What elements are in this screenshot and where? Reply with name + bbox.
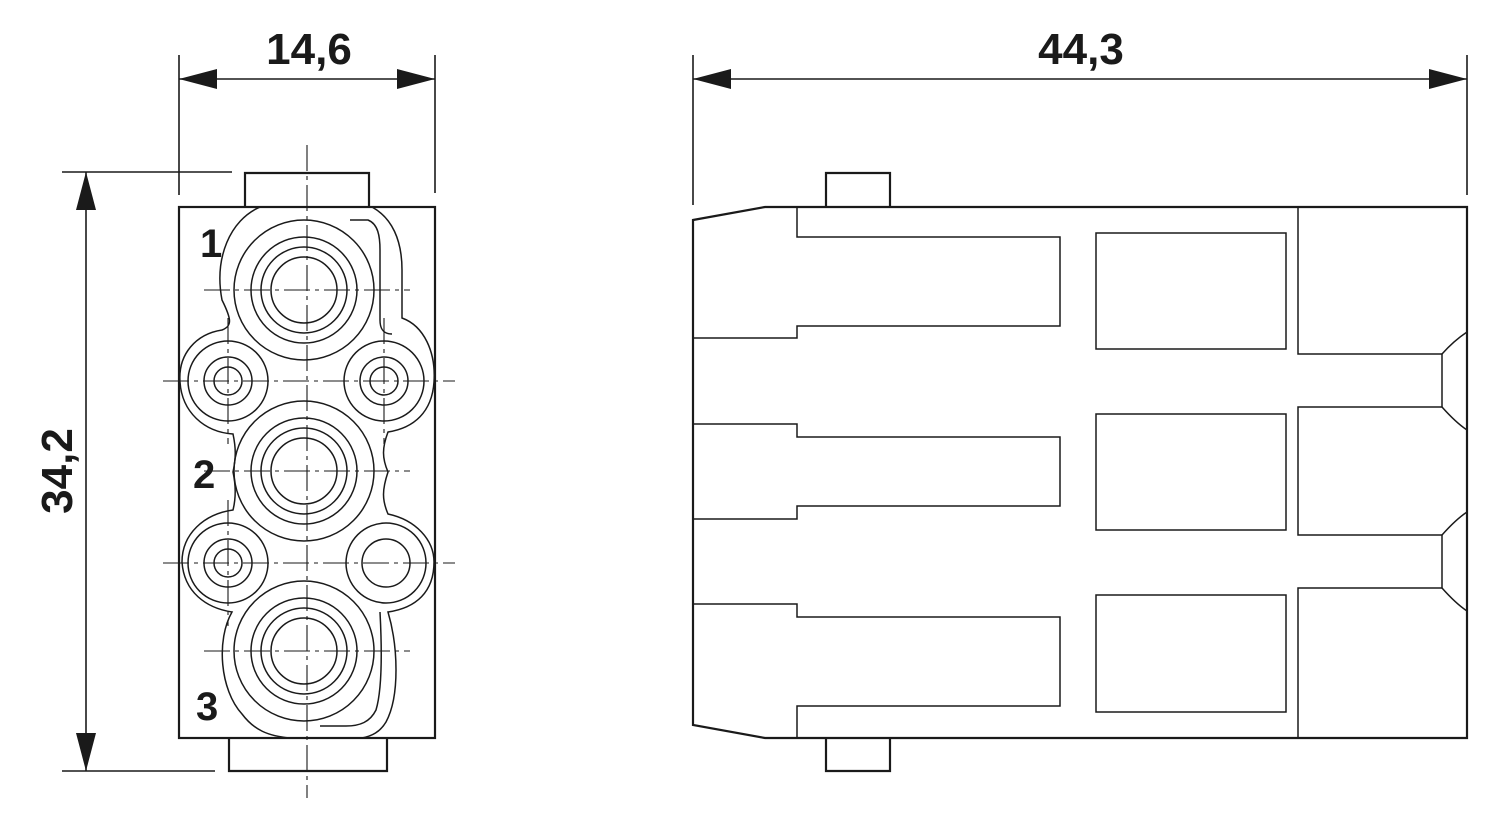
front-inner-contour-inner	[350, 219, 393, 335]
front-view: 1 2 3	[163, 145, 455, 798]
window-3	[1095, 594, 1287, 713]
window-2	[1095, 413, 1287, 531]
side-body-outline	[691, 205, 1469, 740]
front-bottom-key	[227, 738, 389, 773]
arrow-top	[76, 172, 96, 210]
front-inner-contour-outer	[179, 206, 291, 739]
dimension-label-front-width: 14,6	[266, 25, 352, 74]
side-top-key	[824, 171, 892, 207]
rear-block-2	[1297, 406, 1442, 536]
rear-notch-2-bottom	[1441, 587, 1468, 612]
dimension-height: 34,2	[33, 171, 232, 772]
arrow-bottom	[76, 733, 96, 771]
front-inner-contour-outer-right	[361, 206, 435, 739]
rear-notch-2-top	[1441, 511, 1468, 536]
dimension-label-height: 34,2	[33, 428, 82, 514]
pin-label-2: 2	[193, 453, 215, 497]
arrow-left	[693, 69, 731, 89]
arrow-left	[179, 69, 217, 89]
front-center-lines	[163, 145, 455, 798]
pin-label-3: 3	[196, 685, 218, 729]
window-1	[1095, 232, 1287, 350]
rear-notch-1-top	[1441, 331, 1468, 355]
rear-block-3	[1297, 587, 1442, 738]
channel-2	[693, 423, 1061, 520]
channel-3	[693, 603, 1061, 738]
arrow-right	[397, 69, 435, 89]
side-view	[691, 171, 1469, 773]
channel-1	[693, 207, 1061, 339]
rear-notch-1-bottom	[1441, 406, 1468, 431]
front-inner-contour-inner-2	[320, 611, 382, 727]
arrow-right	[1429, 69, 1467, 89]
pin-label-1: 1	[200, 222, 222, 266]
front-top-key	[243, 171, 371, 207]
rear-block-1	[1297, 207, 1442, 355]
dimension-front-width: 14,6	[178, 25, 436, 195]
dimension-side-length: 44,3	[692, 25, 1468, 205]
side-bottom-key	[824, 738, 892, 773]
dimension-label-side-length: 44,3	[1038, 25, 1124, 74]
